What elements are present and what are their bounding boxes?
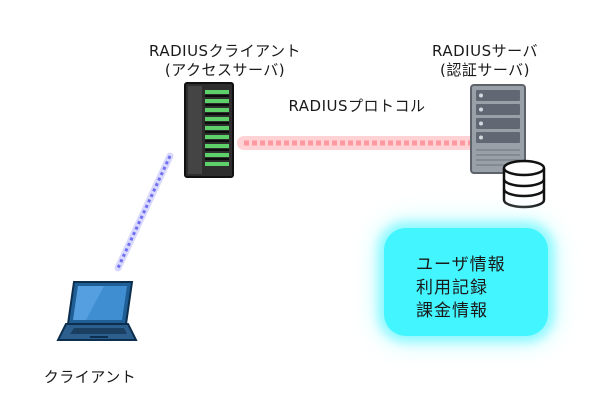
radius-server-title: RADIUSサーバ xyxy=(432,42,538,60)
server-rack-icon xyxy=(184,82,234,178)
billing-data-line: 課金情報 xyxy=(416,301,488,321)
user-data-list: ユーザ情報 利用記録 課金情報 xyxy=(416,254,506,323)
radius-server-subtitle: (認証サーバ) xyxy=(439,61,531,79)
client-label: クライアント xyxy=(43,368,137,386)
user-data-line: ユーザ情報 xyxy=(416,255,506,275)
database-icon xyxy=(502,159,546,209)
radius-protocol-label: RADIUSプロトコル xyxy=(288,97,426,115)
user-data-callout xyxy=(384,228,548,336)
radius-client-title: RADIUSクライアント xyxy=(149,42,301,60)
laptop-icon xyxy=(56,281,138,341)
radius-server-label: RADIUSサーバ (認証サーバ) xyxy=(410,42,560,80)
usage-record-line: 利用記録 xyxy=(416,278,488,298)
tower-server-icon xyxy=(470,84,526,174)
radius-client-label: RADIUSクライアント (アクセスサーバ) xyxy=(110,42,340,80)
radius-client-subtitle: (アクセスサーバ) xyxy=(164,61,286,79)
